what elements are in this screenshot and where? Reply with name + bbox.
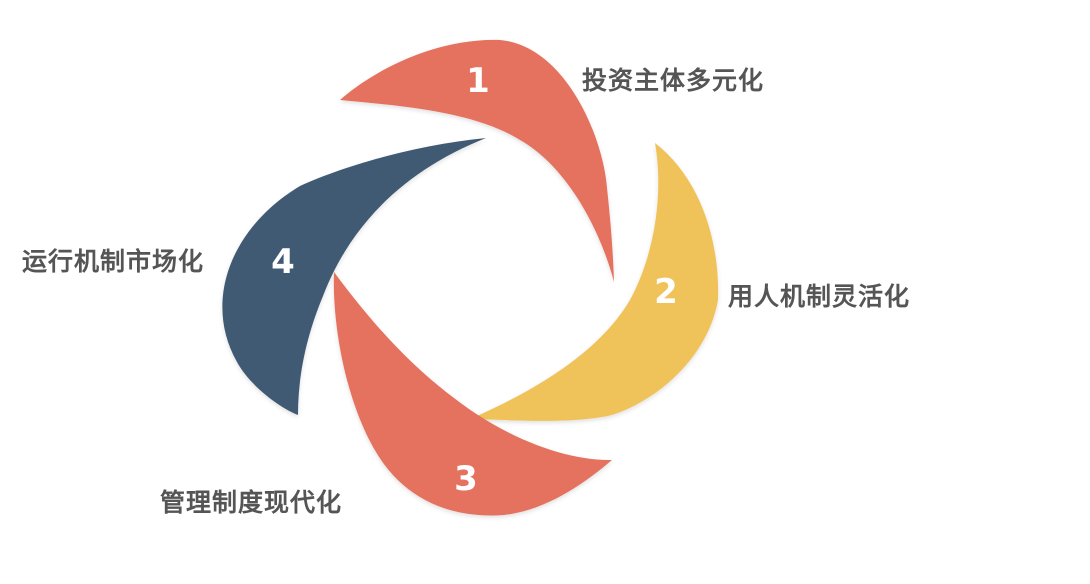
number-4: 4: [271, 242, 295, 282]
petal-1: [340, 39, 614, 282]
number-1: 1: [466, 61, 490, 101]
label-investment-diversification: 投资主体多元化: [582, 66, 765, 95]
label-flexible-employment: 用人机制灵活化: [728, 282, 911, 311]
label-modern-management: 管理制度现代化: [160, 488, 343, 517]
petal-2: [470, 143, 719, 421]
petal-4: [222, 138, 486, 415]
number-2: 2: [654, 272, 678, 312]
label-market-operation: 运行机制市场化: [22, 247, 205, 276]
petal-3: [333, 272, 612, 516]
number-3: 3: [454, 459, 478, 499]
